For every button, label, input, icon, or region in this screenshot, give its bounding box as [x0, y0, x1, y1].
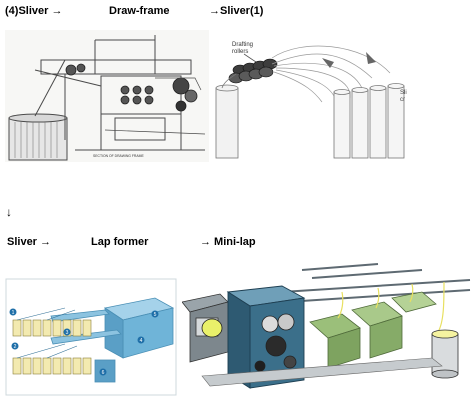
- label-sliver-output: →Sliver(1): [209, 5, 264, 17]
- label-sliver-input: (4)Sliver →: [5, 5, 63, 17]
- svg-text:1: 1: [12, 310, 15, 316]
- sliver-cans: [333, 83, 405, 159]
- svg-text:2: 2: [14, 344, 17, 350]
- lapformer-cans: [12, 319, 92, 375]
- output-can: [431, 329, 459, 379]
- drawframe-caption: SECTION OF DRAWING FRAME: [93, 154, 144, 158]
- label-mini-lap: → Mini-lap: [200, 236, 256, 248]
- label-lap-former: Lap former: [91, 236, 149, 248]
- overhead-rails: [281, 263, 471, 303]
- svg-text:4: 4: [140, 338, 143, 344]
- down-arrow: ↓: [6, 205, 12, 219]
- drafting-rollers: [228, 58, 278, 84]
- drawframe-sketch: SECTION OF DRAWING FRAME: [5, 30, 209, 162]
- lapformer-diagram: 1 2 3 4 5 6: [5, 278, 177, 396]
- lapformer-markers: 1 2 3 4 5 6: [9, 308, 159, 376]
- label-draw-frame: Draw-frame: [109, 5, 170, 17]
- svg-text:3: 3: [66, 330, 69, 336]
- minilap-machine-diagram: [182, 262, 472, 396]
- label-sliver-lapformer: Sliver →: [7, 236, 52, 248]
- drafting-units: [309, 291, 437, 369]
- svg-text:5: 5: [154, 312, 157, 318]
- svg-text:6: 6: [102, 370, 105, 376]
